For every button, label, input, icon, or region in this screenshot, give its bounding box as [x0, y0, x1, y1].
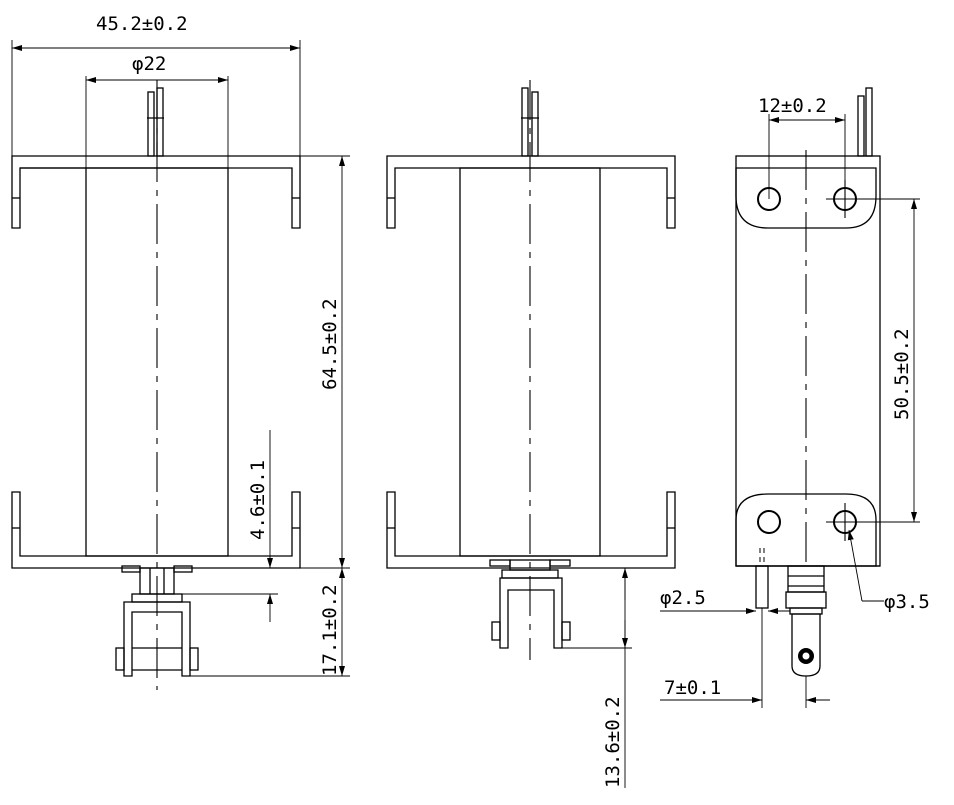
dim-hole-diameter: φ3.5	[884, 591, 930, 613]
front-lead-wires	[147, 87, 164, 157]
front-bracket	[11, 155, 301, 229]
dim-overall-width: 45.2±0.2	[96, 13, 188, 35]
dim-hole-pitch: 50.5±0.2	[891, 328, 913, 420]
dim-plunger-length: 17.1±0.2	[319, 584, 341, 676]
hole-bottom-left	[757, 510, 781, 534]
dim-stroke: 4.6±0.1	[247, 460, 269, 540]
middle-bracket	[386, 155, 676, 229]
dim-pin-diameter: φ2.5	[660, 587, 706, 609]
side-body	[735, 155, 881, 567]
dim-height: 64.5±0.2	[319, 298, 341, 390]
side-view: 12±0.2 50.5±0.2 φ2.5 φ3.5 7±0.1	[660, 87, 930, 708]
dim-hole-spacing: 12±0.2	[758, 95, 827, 117]
front-view: 45.2±0.2 φ22 64.5±0.2 4.6±0.1 17.1±0.2	[11, 13, 350, 690]
dim-diameter: φ22	[132, 53, 166, 75]
dim-offset: 7±0.1	[664, 677, 721, 699]
dim-middle-plunger-length: 13.6±0.2	[602, 696, 624, 788]
side-guide-pin	[755, 548, 769, 609]
middle-view: 13.6±0.2	[386, 80, 676, 788]
side-lead-wires	[857, 87, 873, 157]
side-plunger	[785, 565, 827, 677]
